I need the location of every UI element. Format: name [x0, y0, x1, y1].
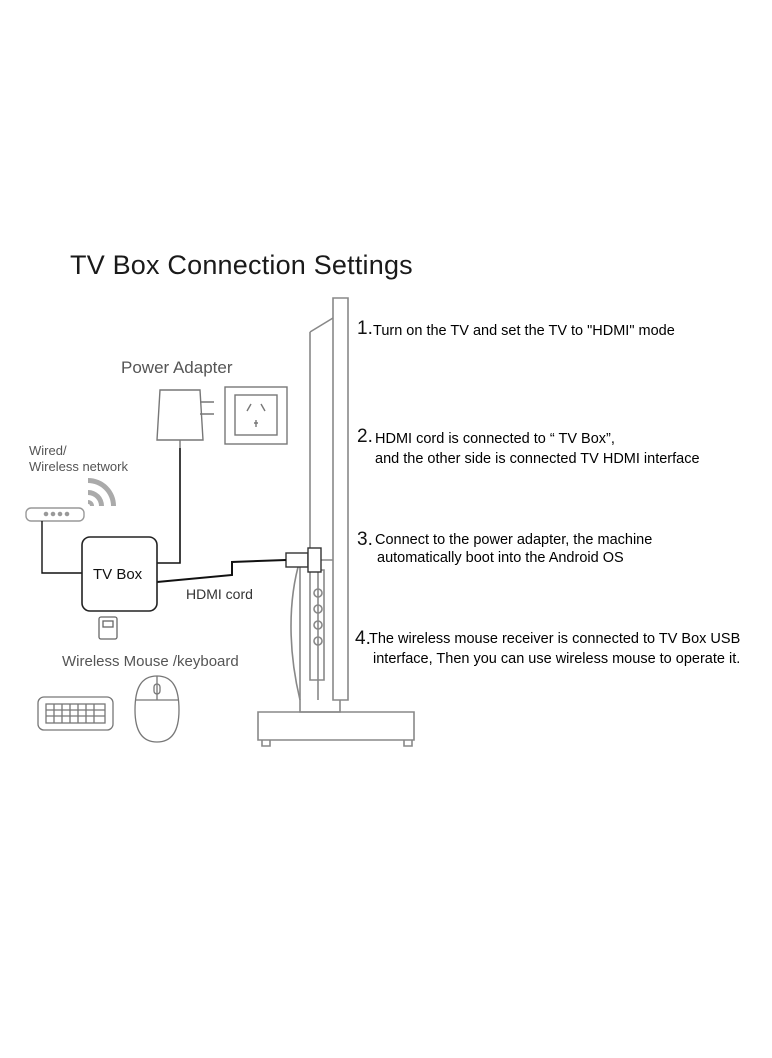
hdmi-cord-label: HDMI cord: [186, 586, 253, 602]
wireless-mouse-keyboard-label: Wireless Mouse /keyboard: [62, 653, 239, 670]
step-1-text: Turn on the TV and set the TV to "HDMI" …: [373, 323, 675, 339]
network-label-line-1: Wired/: [29, 443, 67, 458]
network-cable-line: [41, 521, 82, 574]
step-4-number: 4.: [355, 628, 371, 649]
power-adapter-label: Power Adapter: [121, 358, 233, 377]
step-1-number: 1.: [357, 318, 373, 339]
network-label: Wired/ Wireless network: [29, 443, 128, 475]
power-cable-line: [157, 448, 181, 564]
step-2-text-line-1: HDMI cord is connected to “ TV Box”,: [375, 431, 615, 447]
diagram-title: TV Box Connection Settings: [70, 250, 413, 280]
step-3-text-line-2: automatically boot into the Android OS: [377, 550, 624, 566]
hdmi-plug-icon: [285, 547, 322, 573]
step-2-number: 2.: [357, 426, 373, 447]
network-label-line-2: Wireless network: [29, 459, 128, 474]
step-3-number: 3.: [357, 529, 373, 550]
usb-receiver-icon: [98, 616, 118, 640]
wifi-signal-icon: [88, 478, 116, 506]
tv-box-icon: [81, 536, 158, 612]
step-3-text-line-1: Connect to the power adapter, the machin…: [375, 532, 653, 548]
keyboard-icon: [37, 696, 114, 731]
mouse-icon: [134, 675, 180, 743]
power-adapter-icon: [156, 389, 214, 448]
hdmi-cord-line: [156, 559, 287, 583]
tv-box-label: TV Box: [93, 566, 143, 583]
step-2-text-line-2: and the other side is connected TV HDMI …: [375, 451, 700, 467]
wall-socket-icon: [224, 386, 288, 445]
step-4-text-line-2: interface, Then you can use wireless mou…: [373, 651, 741, 667]
router-icon: [25, 507, 85, 522]
tv-side-view-icon: [257, 297, 415, 747]
step-4-text-line-1: The wireless mouse receiver is connected…: [369, 631, 741, 647]
